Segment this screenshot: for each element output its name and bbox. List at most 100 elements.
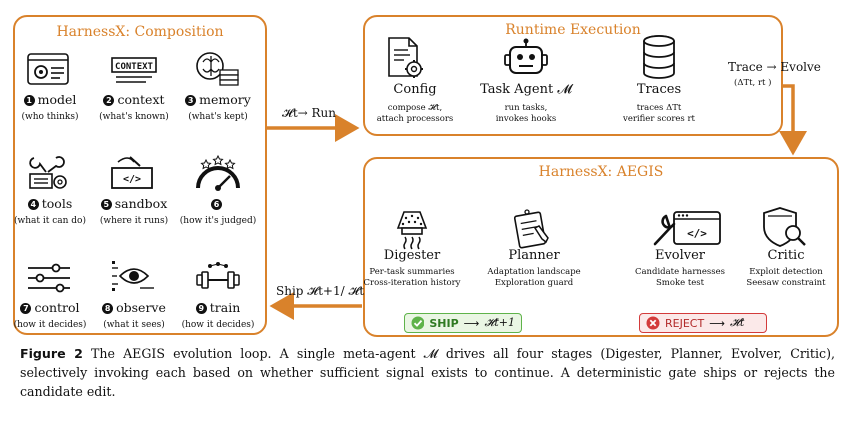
run-label: 𝓗t→ Run — [282, 106, 337, 120]
evolver-code-glyph: </> — [687, 227, 707, 240]
cell-description: (how it decides) — [181, 320, 255, 330]
digester-icon — [396, 211, 428, 250]
sandbox-icon: </> — [111, 156, 153, 189]
cell-number: 7 — [20, 303, 32, 314]
sandbox-icon-text: </> — [123, 174, 141, 185]
ship-back-label: Ship 𝓗t+1/ 𝓗t — [276, 284, 365, 298]
cell-number: 4 — [27, 199, 39, 210]
composition-cell: 6 (how it's judged) — [173, 154, 263, 226]
figure-caption: Figure 2 The AEGIS evolution loop. A sin… — [20, 344, 835, 401]
trace-sub-label: (ΔTt, rt ) — [734, 78, 772, 88]
memory-icon — [196, 52, 239, 86]
cell-name: 6 — [173, 196, 263, 211]
tools-icon — [29, 156, 67, 189]
cell-description: (what it can do) — [14, 216, 86, 226]
cell-number: 8 — [102, 303, 114, 314]
composition-title: HarnessX: Composition — [56, 24, 224, 40]
traces-sub1: traces ΔTt — [636, 103, 682, 113]
cell-number: 2 — [103, 95, 115, 106]
observe-icon — [112, 261, 154, 291]
traces-name: Traces — [636, 82, 682, 97]
ship-arrow-glyph: ⟶ — [463, 316, 480, 330]
train-icon — [196, 262, 240, 289]
critic-name: Critic — [767, 248, 805, 263]
runtime-node-agent: Task Agent 𝓜 run tasks, invokes hooks — [470, 82, 582, 125]
caption-label: Figure 2 — [20, 346, 83, 361]
critic-sub1: Exploit detection — [749, 267, 823, 277]
cell-label: observe — [116, 300, 166, 315]
gauge-icon — [196, 154, 240, 191]
aegis-node-planner: Planner Adaptation landscape Exploration… — [482, 248, 586, 289]
evolver-name: Evolver — [654, 248, 706, 263]
traces-sub2: verifier scores rt — [623, 114, 695, 124]
database-icon — [643, 35, 675, 79]
check-icon — [411, 316, 425, 330]
config-sub1: compose 𝓗t, — [387, 103, 443, 113]
cell-label: tools — [41, 196, 73, 211]
evolver-sub2: Smoke test — [655, 278, 705, 288]
aegis-node-evolver: Evolver Candidate harnesses Smoke test — [628, 248, 732, 289]
reject-label: REJECT — [665, 316, 705, 330]
runtime-title: Runtime Execution — [505, 22, 641, 38]
cell-description: (where it runs) — [99, 216, 169, 226]
cell-number: 6 — [211, 199, 222, 210]
agent-name: Task Agent 𝓜 — [480, 82, 572, 97]
cell-description: (what it sees) — [103, 320, 165, 330]
cell-number: 1 — [23, 95, 35, 106]
planner-sub1: Adaptation landscape — [487, 267, 581, 277]
planner-name: Planner — [508, 248, 560, 263]
digester-sub1: Per-task summaries — [369, 267, 455, 277]
cross-icon — [646, 316, 660, 330]
ship-target: 𝓗t+1 — [484, 316, 515, 329]
cell-label: memory — [199, 92, 251, 107]
digester-name: Digester — [383, 248, 441, 263]
cell-label: sandbox — [114, 196, 168, 211]
reject-gate: REJECT ⟶ 𝓗t — [639, 313, 767, 333]
agent-sub1: run tasks, — [504, 103, 548, 113]
trace-arrow — [779, 84, 807, 156]
config-sub2: attach processors — [376, 114, 454, 124]
robot-icon — [504, 38, 548, 74]
context-icon-text: CONTEXT — [115, 62, 154, 72]
config-icon — [388, 37, 423, 78]
digester-sub2: Cross-iteration history — [363, 278, 461, 288]
cell-label: control — [34, 300, 80, 315]
evolver-sub1: Candidate harnesses — [634, 267, 726, 277]
config-name: Config — [393, 82, 437, 97]
reject-target: 𝓗t — [729, 316, 745, 329]
aegis-panel: HarnessX: AEGIS — [363, 157, 839, 337]
aegis-title: HarnessX: AEGIS — [538, 164, 664, 180]
planner-icon — [513, 209, 549, 249]
cell-number: 3 — [185, 95, 197, 106]
evolver-icon: </> — [653, 211, 721, 246]
cell-description: (what's kept) — [188, 112, 248, 122]
runtime-node-traces: Traces traces ΔTt verifier scores rt — [614, 82, 704, 125]
runtime-node-config: Config compose 𝓗t, attach processors — [370, 82, 460, 125]
cell-description: (how it's judged) — [179, 216, 257, 226]
cell-description: (what's known) — [99, 112, 169, 122]
control-icon — [28, 263, 70, 293]
model-icon — [27, 53, 69, 85]
context-icon: CONTEXT — [111, 57, 157, 83]
caption-text: The AEGIS evolution loop. A single meta-… — [20, 346, 835, 399]
cell-label: train — [209, 300, 241, 315]
ship-label: SHIP — [429, 316, 459, 330]
reject-arrow-glyph: ⟶ — [709, 316, 725, 330]
cell-label: model — [37, 92, 77, 107]
trace-label: Trace → Evolve — [728, 60, 821, 74]
cell-number: 9 — [195, 303, 207, 314]
